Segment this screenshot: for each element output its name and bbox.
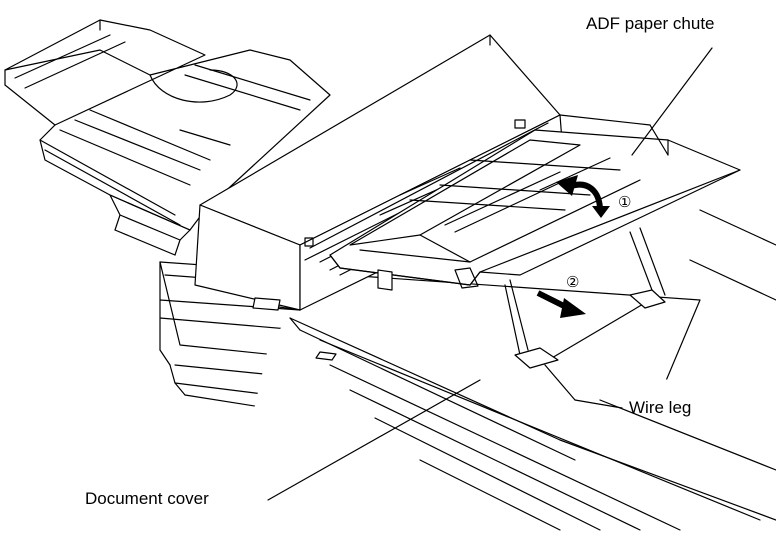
step-2-marker: ② (566, 274, 579, 291)
leader-lines (268, 48, 712, 500)
exit-tray (5, 20, 330, 255)
wire-leg-label: Wire leg (629, 398, 692, 417)
adf-paper-chute-label: ADF paper chute (586, 14, 715, 33)
curved-arrow-icon (556, 175, 610, 218)
adf-paper-chute (330, 115, 740, 290)
step-1-marker: ① (618, 194, 631, 211)
wire-leg (505, 228, 665, 368)
document-cover (240, 210, 776, 530)
document-cover-label: Document cover (85, 489, 209, 508)
straight-arrow-icon (538, 293, 586, 318)
